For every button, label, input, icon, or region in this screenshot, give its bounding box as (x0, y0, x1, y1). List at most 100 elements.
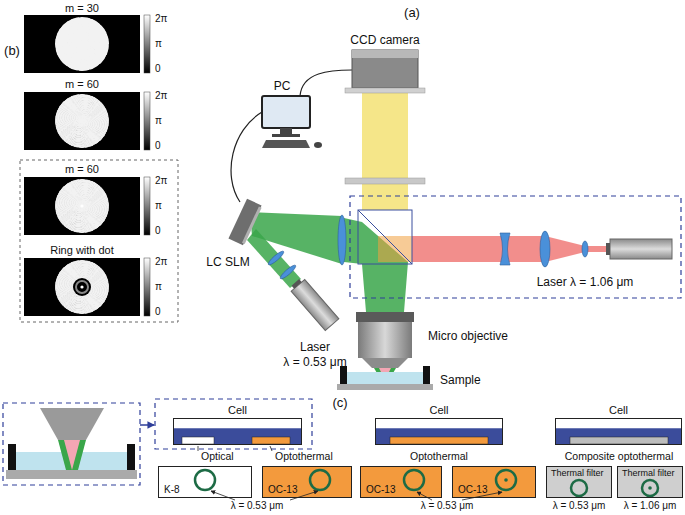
cell-fill (173, 418, 302, 445)
scale-tick: π (155, 201, 162, 211)
filter-plate (345, 178, 425, 184)
scale-tick: 2π (155, 91, 167, 101)
phase-mask-image (55, 260, 109, 314)
material-label: OC-13 (458, 485, 487, 495)
laser (610, 239, 672, 259)
ccd-camera (345, 88, 425, 93)
scale-tick: π (155, 116, 162, 126)
cell-fill (390, 437, 488, 444)
lc-slm (228, 199, 262, 246)
sample-box: K-8 (158, 466, 252, 498)
lens (500, 233, 510, 265)
phase-mask-image (55, 179, 109, 233)
order-label: m = 60 (65, 164, 99, 175)
leader-line (270, 446, 272, 451)
pc-monitor (262, 140, 310, 148)
panel-letter: (c) (332, 396, 347, 409)
group-bracket (155, 399, 312, 449)
lens (279, 264, 297, 281)
sample-fill (496, 470, 516, 490)
wavelength-label: λ = 0.53 μm (283, 356, 346, 368)
wavelength-label: λ = 0.53 μm (231, 501, 284, 511)
sample-zoom (3, 403, 140, 485)
laser (291, 279, 339, 330)
beam-splitter (358, 210, 412, 264)
order-label: m = 60 (65, 79, 99, 90)
sample-fill (360, 466, 442, 498)
phase-mask-image (24, 258, 150, 316)
lens (540, 231, 550, 267)
scale-tick: 2π (155, 14, 167, 24)
ccd-camera (352, 50, 418, 88)
part-label: PC (274, 80, 291, 92)
scale-tick: π (155, 282, 162, 292)
lens (338, 215, 346, 265)
color-bar (144, 15, 150, 73)
phase-mask-image (24, 92, 150, 150)
beam-splitter (358, 210, 412, 264)
color-bar (144, 92, 150, 150)
scale-tick: 2π (155, 257, 167, 267)
pc-monitor (262, 96, 310, 128)
sample-fill (617, 466, 683, 498)
order-label: Ring with dot (50, 245, 114, 256)
panel-letter: (b) (4, 44, 20, 57)
lc-slm (242, 206, 262, 244)
part-label: Sample (440, 374, 481, 386)
phase-mask-image (80, 285, 83, 288)
cell-fill (555, 418, 682, 445)
laser (292, 279, 302, 289)
sample-box: Thermal filter (617, 466, 683, 498)
cable (231, 70, 352, 202)
color-bar (144, 177, 150, 235)
lens (267, 215, 588, 280)
sample-zoom (8, 444, 16, 470)
cell-box: Cell (173, 418, 302, 445)
cell-fill (375, 418, 503, 445)
phase-mask-image (55, 94, 109, 148)
sample-box: OC-13 (452, 466, 536, 498)
phase-mask-image (55, 179, 109, 233)
sample-fill (158, 466, 252, 498)
phase-mask-image (55, 94, 109, 148)
part-label: Micro objective (428, 330, 508, 342)
phase-mask-image (55, 17, 109, 71)
sample-cell (347, 372, 423, 384)
scale-tick: 0 (155, 307, 161, 317)
mode-label: Optothermal (410, 451, 468, 462)
light-beam (378, 236, 412, 262)
phase-mask (24, 15, 150, 316)
sample-cell (340, 366, 347, 384)
sample-cell (423, 366, 430, 384)
material-label: OC-13 (268, 485, 297, 495)
phase-mask-image (65, 264, 109, 299)
sample-fill (617, 466, 683, 498)
sample-fill (504, 478, 508, 482)
mode-label: Composite optothermal (565, 451, 674, 462)
sample-zoom (6, 470, 137, 479)
pc-monitor (262, 96, 322, 148)
sample-fill (310, 470, 330, 490)
cell-box: Cell (555, 418, 682, 445)
group-bracket (350, 196, 681, 298)
cell-fill (375, 428, 503, 445)
cell-heading: Cell (430, 405, 449, 416)
beam-splitter (358, 210, 412, 264)
cell-fill (375, 418, 503, 445)
sample-zoom (3, 403, 140, 485)
part-label: Laser λ = 1.06 μm (537, 276, 634, 288)
material-label: Thermal filter (551, 469, 604, 478)
light-beam (247, 229, 301, 288)
phase-mask-image (55, 260, 109, 314)
cell-box: Cell (375, 418, 503, 445)
scale-tick: 0 (155, 64, 161, 74)
sample-fill (546, 466, 612, 498)
laser (289, 276, 339, 330)
phase-mask-image (80, 204, 83, 207)
material-label: K-8 (164, 485, 180, 495)
phase-mask-image (64, 21, 107, 57)
cell-fill (555, 428, 682, 445)
laser (606, 243, 610, 255)
sample-fill (262, 466, 352, 498)
